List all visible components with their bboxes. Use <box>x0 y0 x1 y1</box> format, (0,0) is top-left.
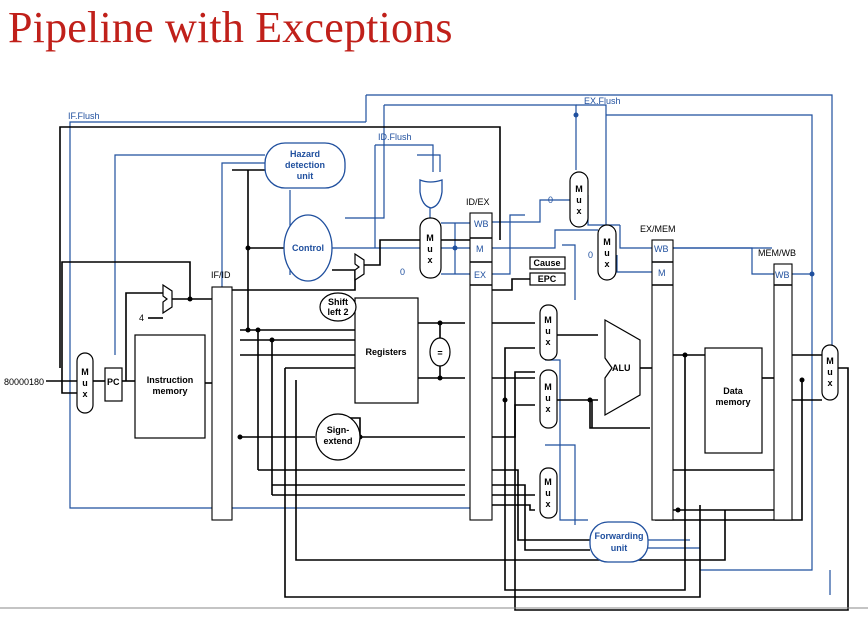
muxes: M u x M u x M u x M u x M u x <box>76 171 839 519</box>
instruction-memory <box>134 334 206 439</box>
if-id-register <box>211 286 233 521</box>
svg-text:unit: unit <box>611 543 628 553</box>
sign-extend <box>315 413 361 461</box>
pc-register <box>104 367 123 402</box>
mem-wb-register <box>773 263 793 521</box>
svg-text:detection: detection <box>285 160 325 170</box>
svg-text:M: M <box>81 367 89 377</box>
svg-text:u: u <box>82 378 88 388</box>
svg-text:x: x <box>545 404 550 414</box>
svg-text:x: x <box>827 378 832 388</box>
svg-text:Hazard: Hazard <box>290 149 320 159</box>
svg-text:Instruction: Instruction <box>147 375 194 385</box>
zero-input-a: 0 <box>400 267 405 277</box>
svg-text:EPC: EPC <box>538 274 557 284</box>
pc-source-mux: M u x <box>76 352 94 414</box>
id-ex-label: ID/EX <box>466 197 490 207</box>
exception-address: 80000180 <box>4 377 44 387</box>
svg-text:Control: Control <box>292 243 324 253</box>
pipeline-registers: IF/ID ID/EX WB M EX EX/MEM WB M MEM/WB W… <box>211 197 796 521</box>
if-flush-label: IF.Flush <box>68 111 100 121</box>
alu-b-mux: M u x <box>539 369 558 429</box>
ex-flush-label: EX.Flush <box>584 96 621 106</box>
svg-text:u: u <box>604 248 610 258</box>
writeback-mux: M u x <box>821 344 839 401</box>
alu <box>604 318 641 417</box>
id-flush-label: ID.Flush <box>378 132 412 142</box>
svg-text:Shift: Shift <box>328 297 348 307</box>
svg-text:Sign-: Sign- <box>327 425 350 435</box>
mem-wb-label: MEM/WB <box>758 248 796 258</box>
pc-adder <box>162 283 173 315</box>
svg-text:extend: extend <box>323 436 352 446</box>
branch-adder <box>354 252 365 282</box>
cause-register <box>529 256 566 270</box>
id-ex-ex: EX <box>474 270 486 280</box>
svg-text:memory: memory <box>715 397 750 407</box>
units: Hazard detection unit Control PC Instruc… <box>104 142 763 563</box>
svg-text:u: u <box>545 393 551 403</box>
alu-a-mux: M u x <box>539 304 558 361</box>
svg-text:Forwarding: Forwarding <box>595 531 644 541</box>
slide-title: Pipeline with Exceptions <box>8 3 453 52</box>
ex-mem-wb: WB <box>654 244 669 254</box>
zero-input-b: 0 <box>548 195 553 205</box>
svg-text:Cause: Cause <box>533 258 560 268</box>
svg-text:M: M <box>544 477 552 487</box>
svg-text:ALU: ALU <box>612 363 631 373</box>
svg-text:x: x <box>604 259 609 269</box>
junction-dots <box>187 112 815 513</box>
svg-text:x: x <box>82 389 87 399</box>
svg-text:Registers: Registers <box>365 347 406 357</box>
svg-text:u: u <box>545 488 551 498</box>
svg-text:M: M <box>826 356 834 366</box>
ex-mem-label: EX/MEM <box>640 224 676 234</box>
svg-text:x: x <box>576 206 581 216</box>
svg-text:u: u <box>427 244 433 254</box>
svg-text:memory: memory <box>152 386 187 396</box>
svg-text:left 2: left 2 <box>327 307 348 317</box>
control-wires <box>69 94 833 595</box>
pc-increment: 4 <box>139 313 144 323</box>
id-ex-wb: WB <box>474 219 489 229</box>
register-file <box>354 297 419 404</box>
id-ex-m: M <box>476 244 484 254</box>
svg-text:PC: PC <box>107 377 120 387</box>
control-mux: M u x <box>419 217 442 279</box>
forwarding-unit <box>589 521 649 563</box>
if-id-label: IF/ID <box>211 270 231 280</box>
equality-comparator <box>429 337 451 367</box>
shift-left-2 <box>319 292 357 322</box>
svg-text:M: M <box>544 315 552 325</box>
svg-text:x: x <box>545 337 550 347</box>
svg-text:=: = <box>437 348 442 358</box>
svg-text:Data: Data <box>723 386 744 396</box>
ex-mem-register <box>651 239 674 521</box>
hazard-detection-unit <box>264 142 346 189</box>
svg-text:M: M <box>603 237 611 247</box>
ex-mem-m: M <box>658 268 666 278</box>
datapath-wires <box>46 126 849 611</box>
or-gate <box>419 179 443 209</box>
data-memory <box>704 347 763 454</box>
svg-text:unit: unit <box>297 171 314 181</box>
epc-register <box>529 272 566 286</box>
reg-dst-mux: M u x <box>539 467 558 519</box>
control-unit <box>283 214 333 282</box>
svg-text:x: x <box>427 255 432 265</box>
svg-text:x: x <box>545 499 550 509</box>
svg-text:M: M <box>575 184 583 194</box>
ex-flush-mux-m: M u x <box>597 224 617 281</box>
svg-text:M: M <box>426 233 434 243</box>
id-ex-register <box>469 212 493 521</box>
svg-text:M: M <box>544 382 552 392</box>
svg-text:u: u <box>576 195 582 205</box>
mem-wb-wb: WB <box>775 270 790 280</box>
zero-input-c: 0 <box>588 250 593 260</box>
signal-labels: IF.Flush ID.Flush EX.Flush 80000180 4 0 … <box>4 96 621 387</box>
ex-flush-mux-wb: M u x <box>569 171 589 228</box>
svg-text:u: u <box>827 367 833 377</box>
svg-text:u: u <box>545 326 551 336</box>
